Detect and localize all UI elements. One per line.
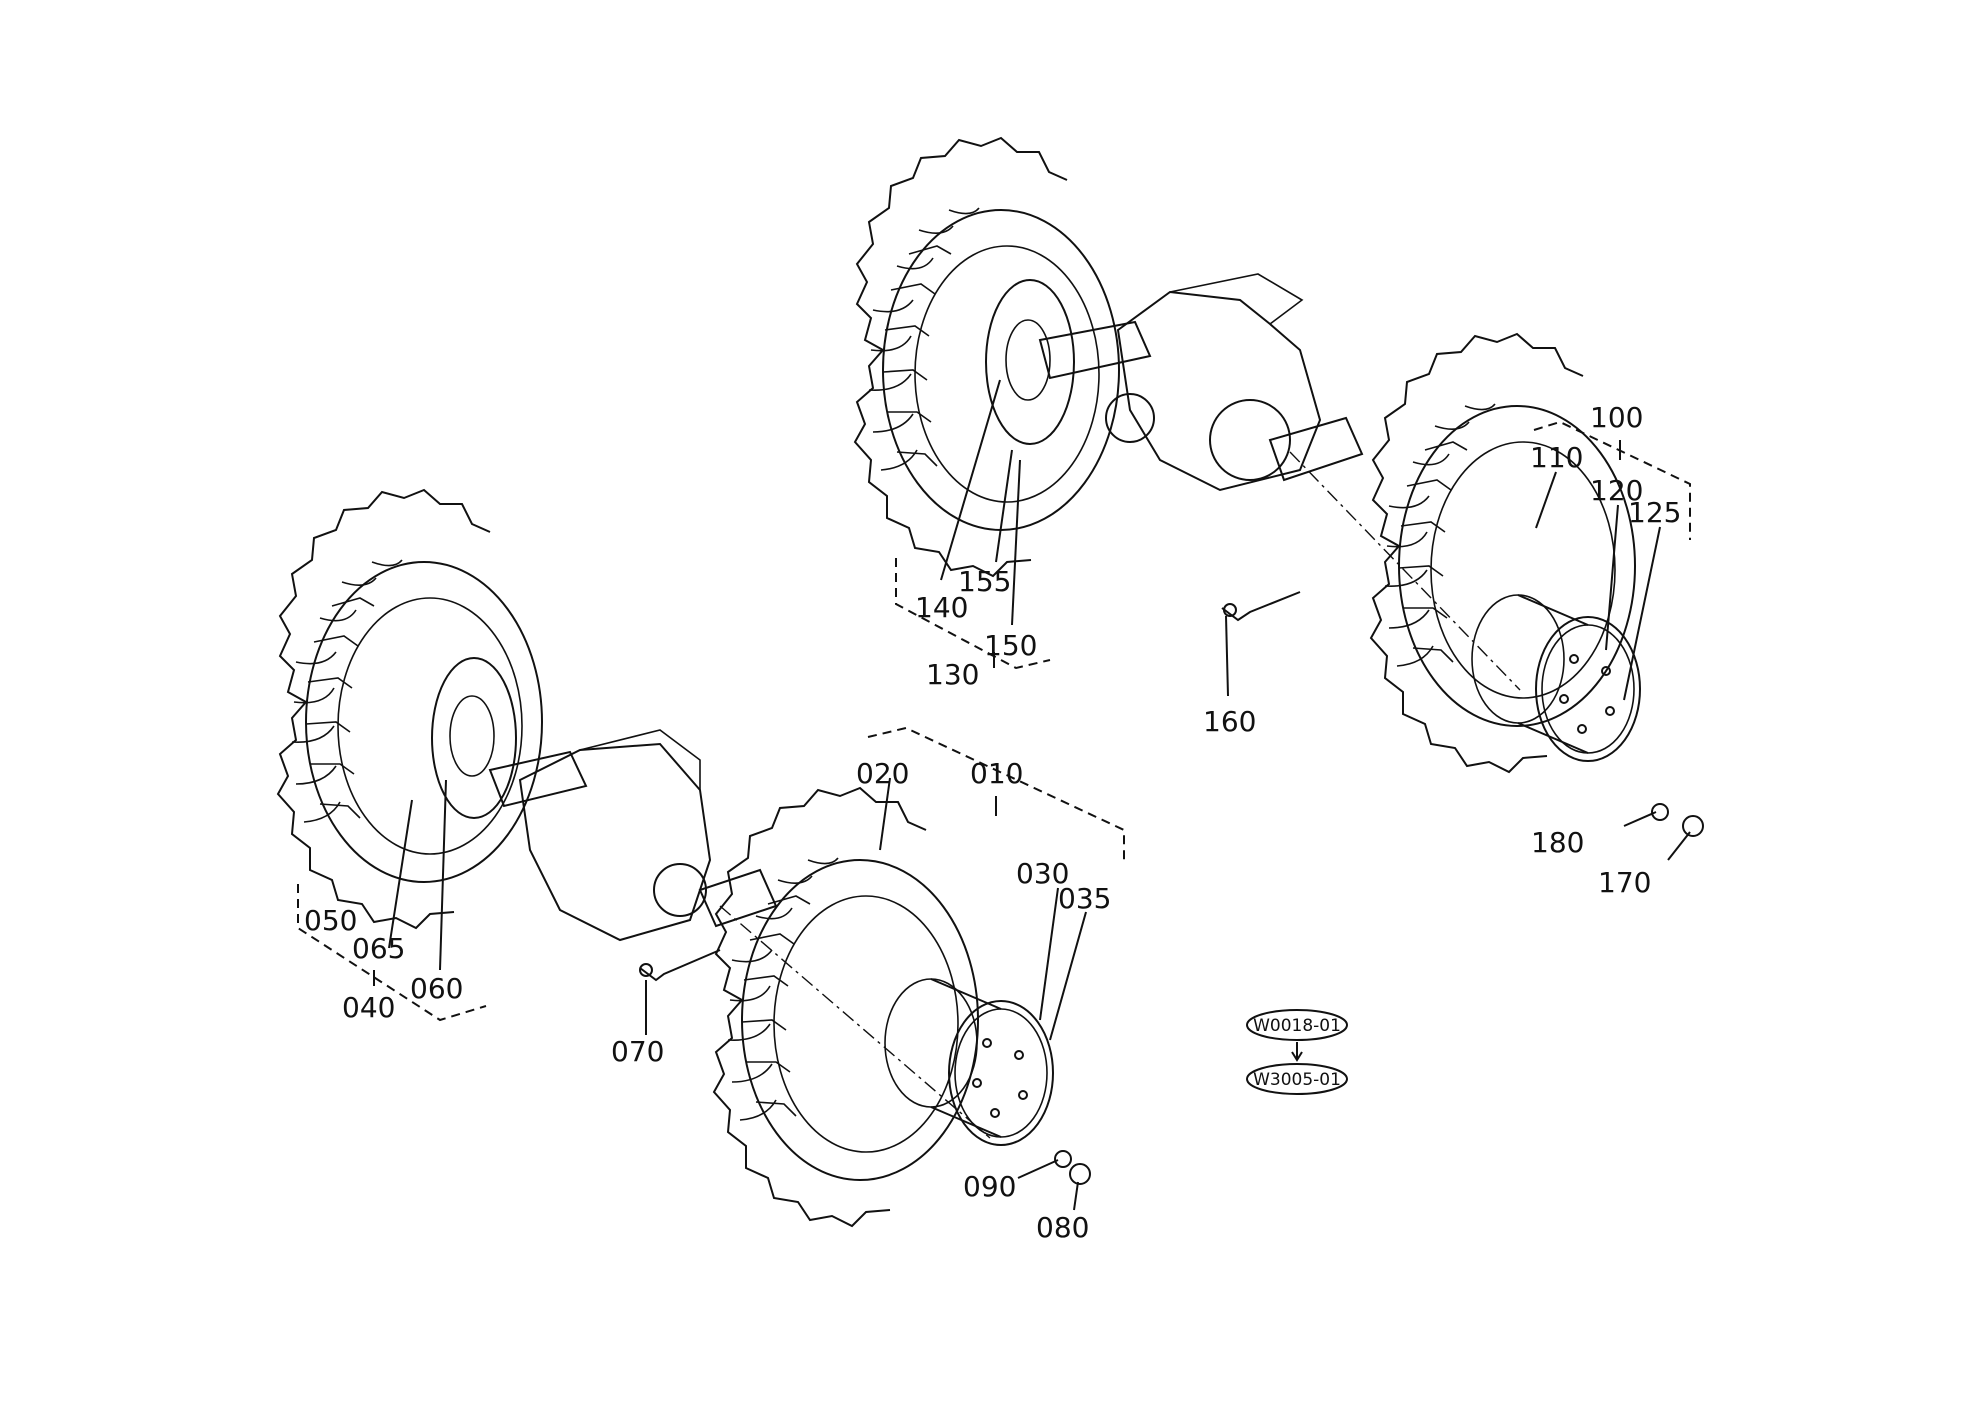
label-120: 120 bbox=[1590, 474, 1643, 507]
reference-tags: W0018-01 W3005-01 bbox=[1246, 1009, 1348, 1095]
label-180: 180 bbox=[1531, 826, 1584, 859]
label-010: 010 bbox=[970, 757, 1023, 790]
upper-right-rim bbox=[1471, 594, 1641, 762]
washer-180 bbox=[1651, 803, 1669, 821]
leader-lines bbox=[388, 379, 1691, 1211]
label-060: 060 bbox=[410, 972, 463, 1005]
label-100: 100 bbox=[1590, 401, 1643, 434]
reference-tag-top-outline bbox=[1246, 1009, 1348, 1041]
label-030: 030 bbox=[1016, 857, 1069, 890]
group-bracket-010 bbox=[867, 726, 1125, 860]
label-090: 090 bbox=[963, 1170, 1016, 1203]
group-bracket-100 bbox=[1533, 420, 1691, 540]
lower-left-hub bbox=[431, 657, 517, 819]
group-bracket-040 bbox=[297, 884, 487, 1022]
label-160: 160 bbox=[1203, 705, 1256, 738]
group-bracket-130 bbox=[895, 558, 1051, 670]
label-110: 110 bbox=[1530, 441, 1583, 474]
lower-right-tyre bbox=[713, 787, 979, 1227]
lower-left-tyre bbox=[277, 489, 543, 929]
upper-axle-assembly bbox=[854, 137, 1704, 837]
label-155: 155 bbox=[958, 565, 1011, 598]
washer-090 bbox=[1054, 1150, 1072, 1168]
upper-right-tyre bbox=[1370, 333, 1636, 773]
label-035: 035 bbox=[1058, 882, 1111, 915]
part-labels: 100 110 120 125 140 155 150 130 160 180 … bbox=[304, 401, 1681, 1244]
label-080: 080 bbox=[1036, 1211, 1089, 1244]
upper-left-hub bbox=[985, 279, 1075, 445]
lower-differential-housing bbox=[518, 742, 712, 942]
label-140: 140 bbox=[915, 591, 968, 624]
nut-080 bbox=[1069, 1163, 1091, 1185]
bolt-160 bbox=[1221, 591, 1301, 622]
bolt-070 bbox=[639, 949, 721, 982]
label-040: 040 bbox=[342, 991, 395, 1024]
label-170: 170 bbox=[1598, 866, 1651, 899]
reference-tag-bottom: W3005-01 bbox=[1253, 1070, 1341, 1090]
nut-170 bbox=[1682, 815, 1704, 837]
lower-right-rim bbox=[884, 978, 1054, 1146]
label-020: 020 bbox=[856, 757, 909, 790]
label-150: 150 bbox=[984, 629, 1037, 662]
lower-axle-assembly bbox=[277, 489, 1091, 1227]
upper-differential-housing bbox=[1116, 290, 1322, 492]
label-050: 050 bbox=[304, 904, 357, 937]
label-065: 065 bbox=[352, 932, 405, 965]
reference-tag-top: W0018-01 bbox=[1253, 1016, 1341, 1036]
reference-tag-bottom-outline bbox=[1246, 1063, 1348, 1095]
label-070: 070 bbox=[611, 1035, 664, 1068]
label-130: 130 bbox=[926, 658, 979, 691]
label-125: 125 bbox=[1628, 496, 1681, 529]
